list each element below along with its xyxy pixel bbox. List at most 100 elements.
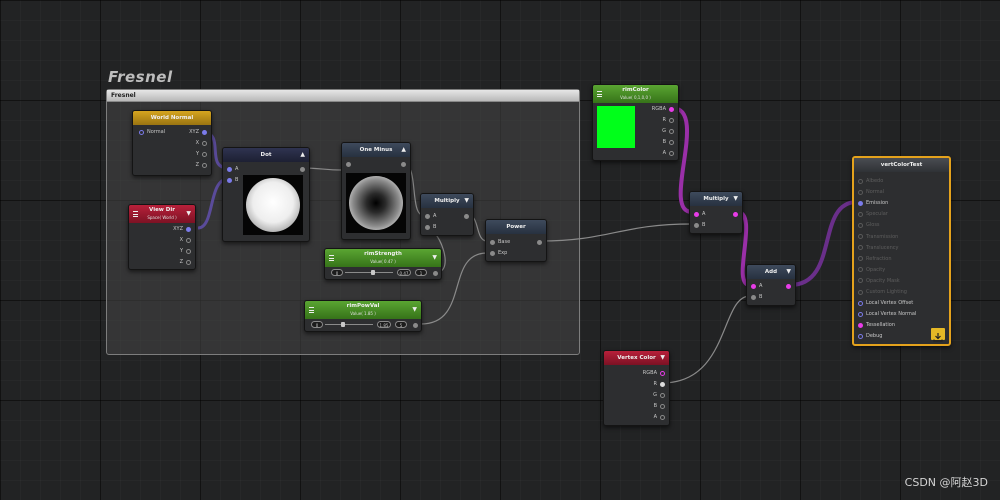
view-dir-header[interactable]: View Dir Space( World ) ▼ — [129, 205, 195, 223]
port-dot-icon[interactable] — [346, 161, 351, 167]
dropdown-arrow-icon[interactable]: ▼ — [412, 306, 417, 313]
port-dot-icon[interactable] — [202, 162, 207, 168]
port-dot-icon[interactable] — [669, 106, 674, 112]
master-input-translucency[interactable]: Translucency — [858, 244, 898, 252]
port-dot-icon[interactable] — [413, 322, 418, 328]
output-port[interactable] — [428, 269, 438, 277]
port-dot-icon[interactable] — [858, 211, 863, 217]
master-input-opacity-mask[interactable]: Opacity Mask — [858, 277, 900, 285]
port-dot-icon[interactable] — [858, 200, 863, 206]
port-dot-icon[interactable] — [186, 226, 191, 232]
master-input-local-vertex-normal[interactable]: Local Vertex Normal — [858, 310, 916, 318]
master-input-emission[interactable]: Emission — [858, 199, 888, 207]
input-port-base[interactable]: Base — [490, 238, 510, 246]
port-dot-icon[interactable] — [858, 189, 863, 195]
power-header[interactable]: Power — [486, 220, 546, 234]
output-port[interactable] — [396, 160, 406, 168]
slider-knob[interactable] — [341, 322, 345, 327]
slider-max-field[interactable]: 1 — [415, 269, 427, 276]
slider-track[interactable] — [325, 324, 373, 325]
master-input-transmission[interactable]: Transmission — [858, 233, 898, 241]
port-dot-icon[interactable] — [425, 224, 430, 230]
slider-track[interactable] — [345, 272, 393, 273]
input-port-exp[interactable]: Exp — [490, 249, 507, 257]
rim-color-node[interactable]: rimColor Value( 0,1,0,0 ) RGBA R G B A — [592, 84, 679, 161]
dropdown-arrow-icon[interactable]: ▼ — [660, 354, 665, 361]
multiply-header[interactable]: Multiply ▼ — [690, 192, 742, 206]
port-dot-icon[interactable] — [300, 166, 305, 172]
output-port-a[interactable]: A — [625, 413, 665, 421]
port-dot-icon[interactable] — [660, 403, 665, 409]
dropdown-arrow-icon[interactable]: ▼ — [786, 268, 791, 275]
input-port-b[interactable]: B — [227, 176, 238, 184]
output-port-xyz[interactable]: XYZ — [167, 128, 207, 136]
port-dot-icon[interactable] — [858, 322, 863, 328]
port-dot-icon[interactable] — [464, 213, 469, 219]
port-dot-icon[interactable] — [660, 392, 665, 398]
port-dot-icon[interactable] — [751, 283, 756, 289]
port-dot-icon[interactable] — [669, 139, 674, 145]
input-port-b[interactable]: B — [694, 221, 705, 229]
port-dot-icon[interactable] — [186, 259, 191, 265]
port-dot-icon[interactable] — [186, 248, 191, 254]
master-input-opacity[interactable]: Opacity — [858, 266, 885, 274]
port-dot-icon[interactable] — [858, 222, 863, 228]
rim-strength-header[interactable]: rimStrength Value( 0.47 ) ▼ — [325, 249, 441, 267]
dot-header[interactable]: Dot ▲ — [223, 148, 309, 162]
port-dot-icon[interactable] — [733, 211, 738, 217]
port-dot-icon[interactable] — [660, 370, 665, 376]
rim-color-header[interactable]: rimColor Value( 0,1,0,0 ) — [593, 85, 678, 103]
master-input-tessellation[interactable]: Tessellation — [858, 321, 895, 329]
port-dot-icon[interactable] — [401, 161, 406, 167]
group-header[interactable]: Fresnel — [107, 90, 579, 102]
output-port[interactable] — [459, 212, 469, 220]
master-input-custom-lighting[interactable]: Custom Lighting — [858, 288, 907, 296]
menu-icon[interactable] — [133, 211, 138, 217]
port-dot-icon[interactable] — [858, 311, 863, 317]
port-dot-icon[interactable] — [490, 239, 495, 245]
master-input-normal[interactable]: Normal — [858, 188, 884, 196]
dropdown-arrow-icon[interactable]: ▼ — [432, 254, 437, 261]
port-dot-icon[interactable] — [202, 151, 207, 157]
port-dot-icon[interactable] — [694, 211, 699, 217]
output-port[interactable] — [781, 282, 791, 290]
color-swatch[interactable] — [597, 106, 635, 148]
dot-node[interactable]: Dot ▲ A B — [222, 147, 310, 242]
port-dot-icon[interactable] — [537, 239, 542, 245]
port-dot-icon[interactable] — [858, 234, 863, 239]
output-port-b[interactable]: B — [642, 138, 674, 146]
output-port-rgba[interactable]: RGBA — [642, 105, 674, 113]
multiply-node-2[interactable]: Multiply ▼ A B — [689, 191, 743, 234]
port-dot-icon[interactable] — [858, 278, 863, 284]
port-dot-icon[interactable] — [858, 267, 863, 273]
port-dot-icon[interactable] — [227, 177, 232, 183]
output-port-g[interactable]: G — [642, 127, 674, 135]
menu-icon[interactable] — [329, 255, 334, 261]
master-input-refraction[interactable]: Refraction — [858, 255, 892, 263]
slider-value-field[interactable]: 0.47 — [397, 269, 411, 276]
rim-strength-node[interactable]: rimStrength Value( 0.47 ) ▼ 0 0.47 1 — [324, 248, 442, 280]
add-header[interactable]: Add ▼ — [747, 265, 795, 279]
input-port-a[interactable]: A — [425, 212, 436, 220]
save-output-icon[interactable] — [931, 328, 945, 342]
output-port-z[interactable]: Z — [151, 258, 191, 266]
slider-max-field[interactable]: 5 — [395, 321, 407, 328]
input-port-a[interactable]: A — [227, 165, 238, 173]
world-normal-node[interactable]: World Normal Normal XYZ X Y Z — [132, 110, 212, 176]
menu-icon[interactable] — [309, 307, 314, 313]
add-node[interactable]: Add ▼ A B — [746, 264, 796, 306]
port-dot-icon[interactable] — [669, 117, 674, 123]
port-dot-icon[interactable] — [202, 140, 207, 146]
one-minus-header[interactable]: One Minus ▲ — [342, 143, 410, 157]
output-port-y[interactable]: Y — [167, 150, 207, 158]
port-dot-icon[interactable] — [858, 333, 863, 339]
port-dot-icon[interactable] — [669, 150, 674, 156]
port-dot-icon[interactable] — [669, 128, 674, 134]
port-dot-icon[interactable] — [858, 256, 863, 262]
vertex-color-header[interactable]: Vertex Color ▼ — [604, 351, 669, 365]
port-dot-icon[interactable] — [186, 237, 191, 243]
output-port-r[interactable]: R — [642, 116, 674, 124]
port-dot-icon[interactable] — [660, 381, 665, 387]
multiply-node-1[interactable]: Multiply ▼ A B — [420, 193, 474, 236]
